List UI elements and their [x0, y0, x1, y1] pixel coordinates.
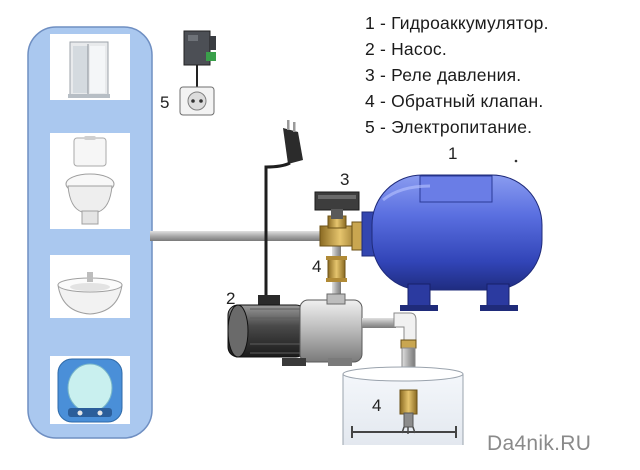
washbasin-icon: [50, 255, 130, 318]
callout-check-valve-bottom: 4: [372, 396, 382, 415]
check-valve-upper: [326, 256, 347, 282]
legend-item-pressure-switch: 3 - Реле давления.: [365, 65, 522, 85]
power-supply: [179, 30, 303, 300]
dot-mark: [514, 159, 518, 163]
pressure-switch: [314, 191, 360, 219]
legend-item-check-valve: 4 - Обратный клапан.: [365, 91, 544, 111]
legend-item-accumulator: 1 - Гидроаккумулятор.: [365, 13, 549, 33]
water-source: [342, 366, 464, 445]
callout-power: 5: [160, 93, 170, 112]
consumer-panel: [27, 26, 153, 439]
callout-accumulator: 1: [448, 144, 458, 163]
legend: 1 - Гидроаккумулятор. 2 - Насос. 3 - Рел…: [365, 10, 549, 140]
legend-item-pump: 2 - Насос.: [365, 39, 447, 59]
power-plug-icon: [283, 120, 303, 164]
power-cable: [264, 161, 291, 300]
callout-pressure-switch: 3: [340, 170, 350, 189]
water-heater-icon: [50, 356, 130, 424]
callout-check-valve-top: 4: [312, 257, 322, 276]
shower-cabin-icon: [50, 34, 130, 100]
check-valve-lower: [399, 389, 418, 434]
accumulator-tank: [361, 174, 543, 311]
callout-pump: 2: [226, 289, 236, 308]
legend-item-power: 5 - Электропитание.: [365, 117, 533, 137]
pressure-relay-box-icon: [183, 30, 216, 88]
socket-icon: [179, 86, 215, 116]
brass-tee: [319, 215, 367, 251]
toilet-icon: [50, 133, 130, 229]
supply-pipe: [150, 231, 340, 241]
pump: [227, 293, 363, 366]
watermark: Da4nik.RU: [487, 432, 592, 455]
